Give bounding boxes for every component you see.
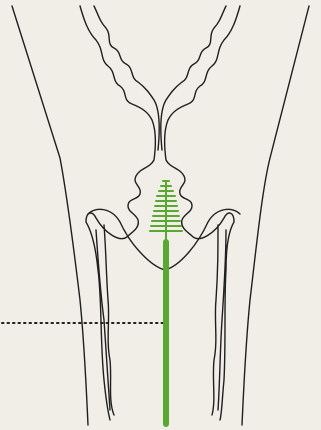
right-tooth-root-wall (212, 225, 218, 415)
left-tooth-canal-contour (80, 6, 155, 420)
right-tooth-outer-contour (242, 6, 309, 425)
interdental-brush-icon (150, 180, 182, 424)
left-tooth-outer-contour (12, 6, 88, 425)
right-tooth (161, 6, 309, 425)
right-tooth-canal-contour (165, 6, 240, 420)
left-tooth-pulp-wave (94, 6, 159, 150)
right-tooth-pulp-wave (161, 6, 226, 150)
left-tooth (12, 6, 159, 425)
